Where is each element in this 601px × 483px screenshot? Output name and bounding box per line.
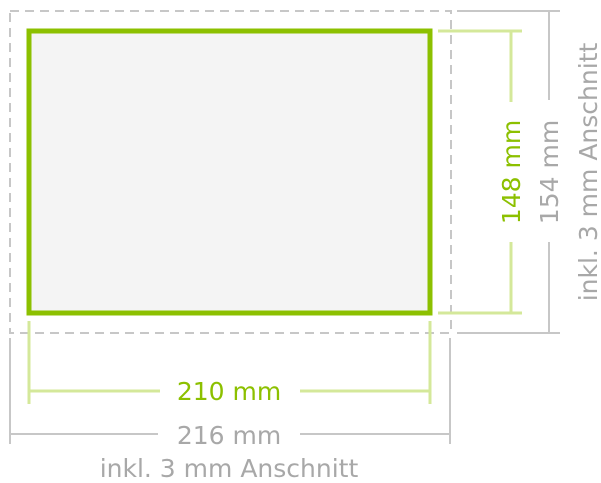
bleed-height-dimension [457,10,560,334]
trim-width-label: 210 mm [177,377,281,406]
bleed-height-label: 154 mm [535,120,564,224]
trim-height-label: 148 mm [497,120,526,224]
bleed-note-right: inkl. 3 mm Anschnitt [574,43,601,302]
trim-area [26,28,433,316]
bleed-width-dimension [9,338,451,444]
bleed-note-bottom: inkl. 3 mm Anschnitt [100,454,359,483]
bleed-outline [9,10,452,334]
bleed-width-label: 216 mm [177,421,281,450]
trim-width-dimension [27,321,432,404]
trim-height-dimension [438,29,522,315]
